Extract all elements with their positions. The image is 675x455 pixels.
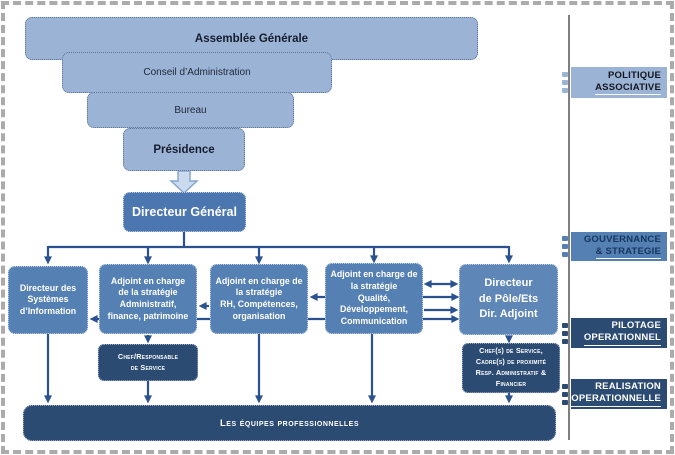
adjoint-administratif-finance-box: Adjoint en charge de la stratégie Admini…: [99, 264, 197, 334]
admin-line: Administratif,: [119, 299, 177, 309]
admin-line: finance, patrimoine: [107, 310, 189, 321]
equipes-professionnelles-label: Les équipes professionnelles: [219, 417, 360, 429]
pole-line: Directeur: [484, 276, 533, 289]
pilotage-line: PILOTAGE: [611, 320, 661, 332]
rail-ticks: [562, 321, 568, 345]
rh-line: organisation: [232, 310, 286, 321]
gouvernance-line: GOUVERNANCE: [583, 233, 661, 245]
rh-line: RH, Compétences,: [220, 299, 298, 309]
rail-label-politique-associative: POLITIQUE ASSOCIATIVE: [562, 67, 667, 98]
qualite-line: Développement,: [340, 304, 408, 315]
realisation-line: OPERATIONNELLE: [571, 393, 661, 407]
funnel-box-presidence: Présidence: [123, 128, 245, 171]
equipes-professionnelles-bar: Les équipes professionnelles: [23, 405, 556, 441]
adjoint-qualite-developpement-box: Adjoint en charge de la stratégie Qualit…: [325, 263, 423, 334]
bureau-label: Bureau: [174, 104, 207, 116]
rh-line: la stratégie: [235, 287, 283, 298]
pole-line: Dir. Adjoint: [479, 308, 538, 321]
chefs-cadres-line: Resp. Administratif &: [475, 368, 547, 377]
qualite-line: Qualité,: [357, 292, 391, 303]
rail-ticks: [562, 235, 568, 259]
rail-label-realisation-operationnelle: REALISATION OPERATIONNELLE: [562, 379, 667, 409]
politique-line: ASSOCIATIVE: [595, 82, 661, 96]
conseil-administration-label: Conseil d’Administration: [143, 67, 251, 78]
qualite-line: la stratégie: [350, 281, 398, 292]
funnel-box-conseil-administration: Conseil d’Administration: [62, 52, 332, 93]
qualite-line: Communication: [340, 315, 408, 326]
rail-ticks: [562, 71, 568, 95]
dsi-line: Directeur des: [19, 282, 77, 293]
chefs-cadres-line: Cadre(s) de proximité: [475, 357, 547, 367]
directeur-systemes-information-box: Directeur des Systèmes d’Information: [8, 266, 88, 334]
chefs-cadres-line: Financier: [495, 378, 527, 388]
funnel-box-bureau: Bureau: [87, 92, 294, 128]
assemblee-generale-label: Assemblée Générale: [194, 32, 309, 45]
dsi-line: Systèmes: [27, 294, 69, 305]
chef-service-line: de Service: [130, 362, 166, 372]
qualite-line: Adjoint en charge de: [330, 269, 418, 280]
realisation-line: REALISATION: [595, 381, 661, 393]
pilotage-line: OPERATIONNEL: [583, 332, 661, 346]
directeur-pole-ets-box: Directeur de Pôle/Ets Dir. Adjoint: [459, 264, 558, 335]
chef-responsable-service-box: Chef/Responsable de Service: [98, 344, 198, 381]
presidence-to-dg-arrow: [169, 170, 199, 195]
presidence-label: Présidence: [153, 143, 215, 156]
adjoint-rh-competences-box: Adjoint en charge de la stratégie RH, Co…: [210, 264, 308, 334]
chefs-cadres-line: Chef(s) de Service,: [479, 346, 543, 356]
chef-service-line: Chef/Responsable: [117, 351, 179, 361]
rail-ticks: [562, 382, 568, 406]
gouvernance-line: & STRATEGIE: [595, 246, 661, 260]
rail-label-gouvernance-strategie: GOUVERNANCE & STRATEGIE: [562, 232, 667, 261]
admin-line: Adjoint en charge: [110, 275, 186, 286]
chefs-cadres-proximite-box: Chef(s) de Service, Cadre(s) de proximit…: [462, 343, 560, 393]
directeur-general-box: Directeur Général: [123, 192, 246, 232]
pole-line: de Pôle/Ets: [478, 292, 539, 305]
politique-line: POLITIQUE: [608, 69, 661, 81]
rail-label-pilotage-operationnel: PILOTAGE OPERATIONNEL: [562, 318, 667, 348]
rh-line: Adjoint en charge de: [215, 275, 303, 286]
rail-divider-line: [568, 15, 570, 440]
admin-line: de la stratégie: [118, 287, 178, 298]
dsi-line: d’Information: [19, 305, 77, 316]
directeur-general-label: Directeur Général: [132, 204, 237, 219]
